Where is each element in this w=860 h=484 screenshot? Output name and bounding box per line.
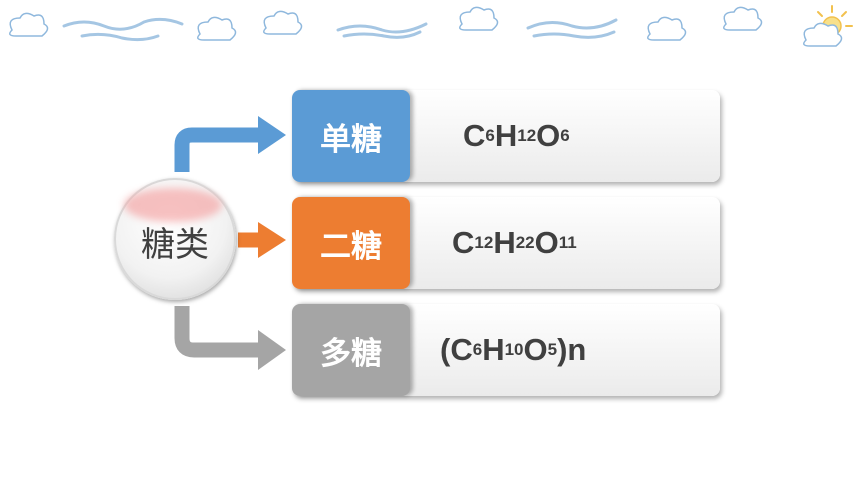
element: O	[534, 225, 559, 260]
tag-polysaccharide: 多糖	[292, 304, 410, 396]
subscript: 22	[515, 233, 535, 252]
arrow-to-polysaccharide	[174, 306, 286, 370]
cloud-icon	[9, 12, 49, 37]
cloud-icon	[263, 10, 303, 35]
subscript: 10	[504, 340, 524, 359]
subscript: 5	[547, 340, 558, 359]
subscript: 11	[558, 233, 577, 252]
element: H	[493, 225, 516, 260]
cloud-icon	[723, 6, 763, 31]
subscript: 12	[517, 126, 537, 145]
element: C	[452, 225, 475, 260]
cloud-icon	[647, 16, 687, 41]
tag-disaccharide: 二糖	[292, 197, 410, 289]
subscript: 12	[474, 233, 494, 252]
element: H	[482, 332, 505, 367]
carbohydrate-hub: 糖类	[114, 178, 236, 300]
hub-label: 糖类	[141, 224, 209, 265]
cloud-banner	[9, 5, 853, 47]
wind-streaks	[62, 17, 618, 42]
element: O	[536, 118, 561, 153]
element: O	[523, 332, 548, 367]
arrow-to-disaccharide	[238, 222, 286, 258]
subscript: 6	[485, 126, 495, 145]
element: C	[463, 118, 486, 153]
subscript: 6	[560, 126, 570, 145]
hub-highlight	[124, 188, 222, 222]
formula-suffix: )n	[557, 332, 587, 367]
cloud-icon	[459, 6, 499, 31]
tag-monosaccharide: 单糖	[292, 90, 410, 182]
cloud-icon	[197, 16, 237, 41]
formula-prefix: (	[440, 332, 451, 367]
element: C	[450, 332, 473, 367]
element: H	[494, 118, 518, 153]
arrow-to-monosaccharide	[174, 116, 286, 172]
subscript: 6	[472, 340, 483, 359]
sun-icon	[803, 5, 853, 47]
